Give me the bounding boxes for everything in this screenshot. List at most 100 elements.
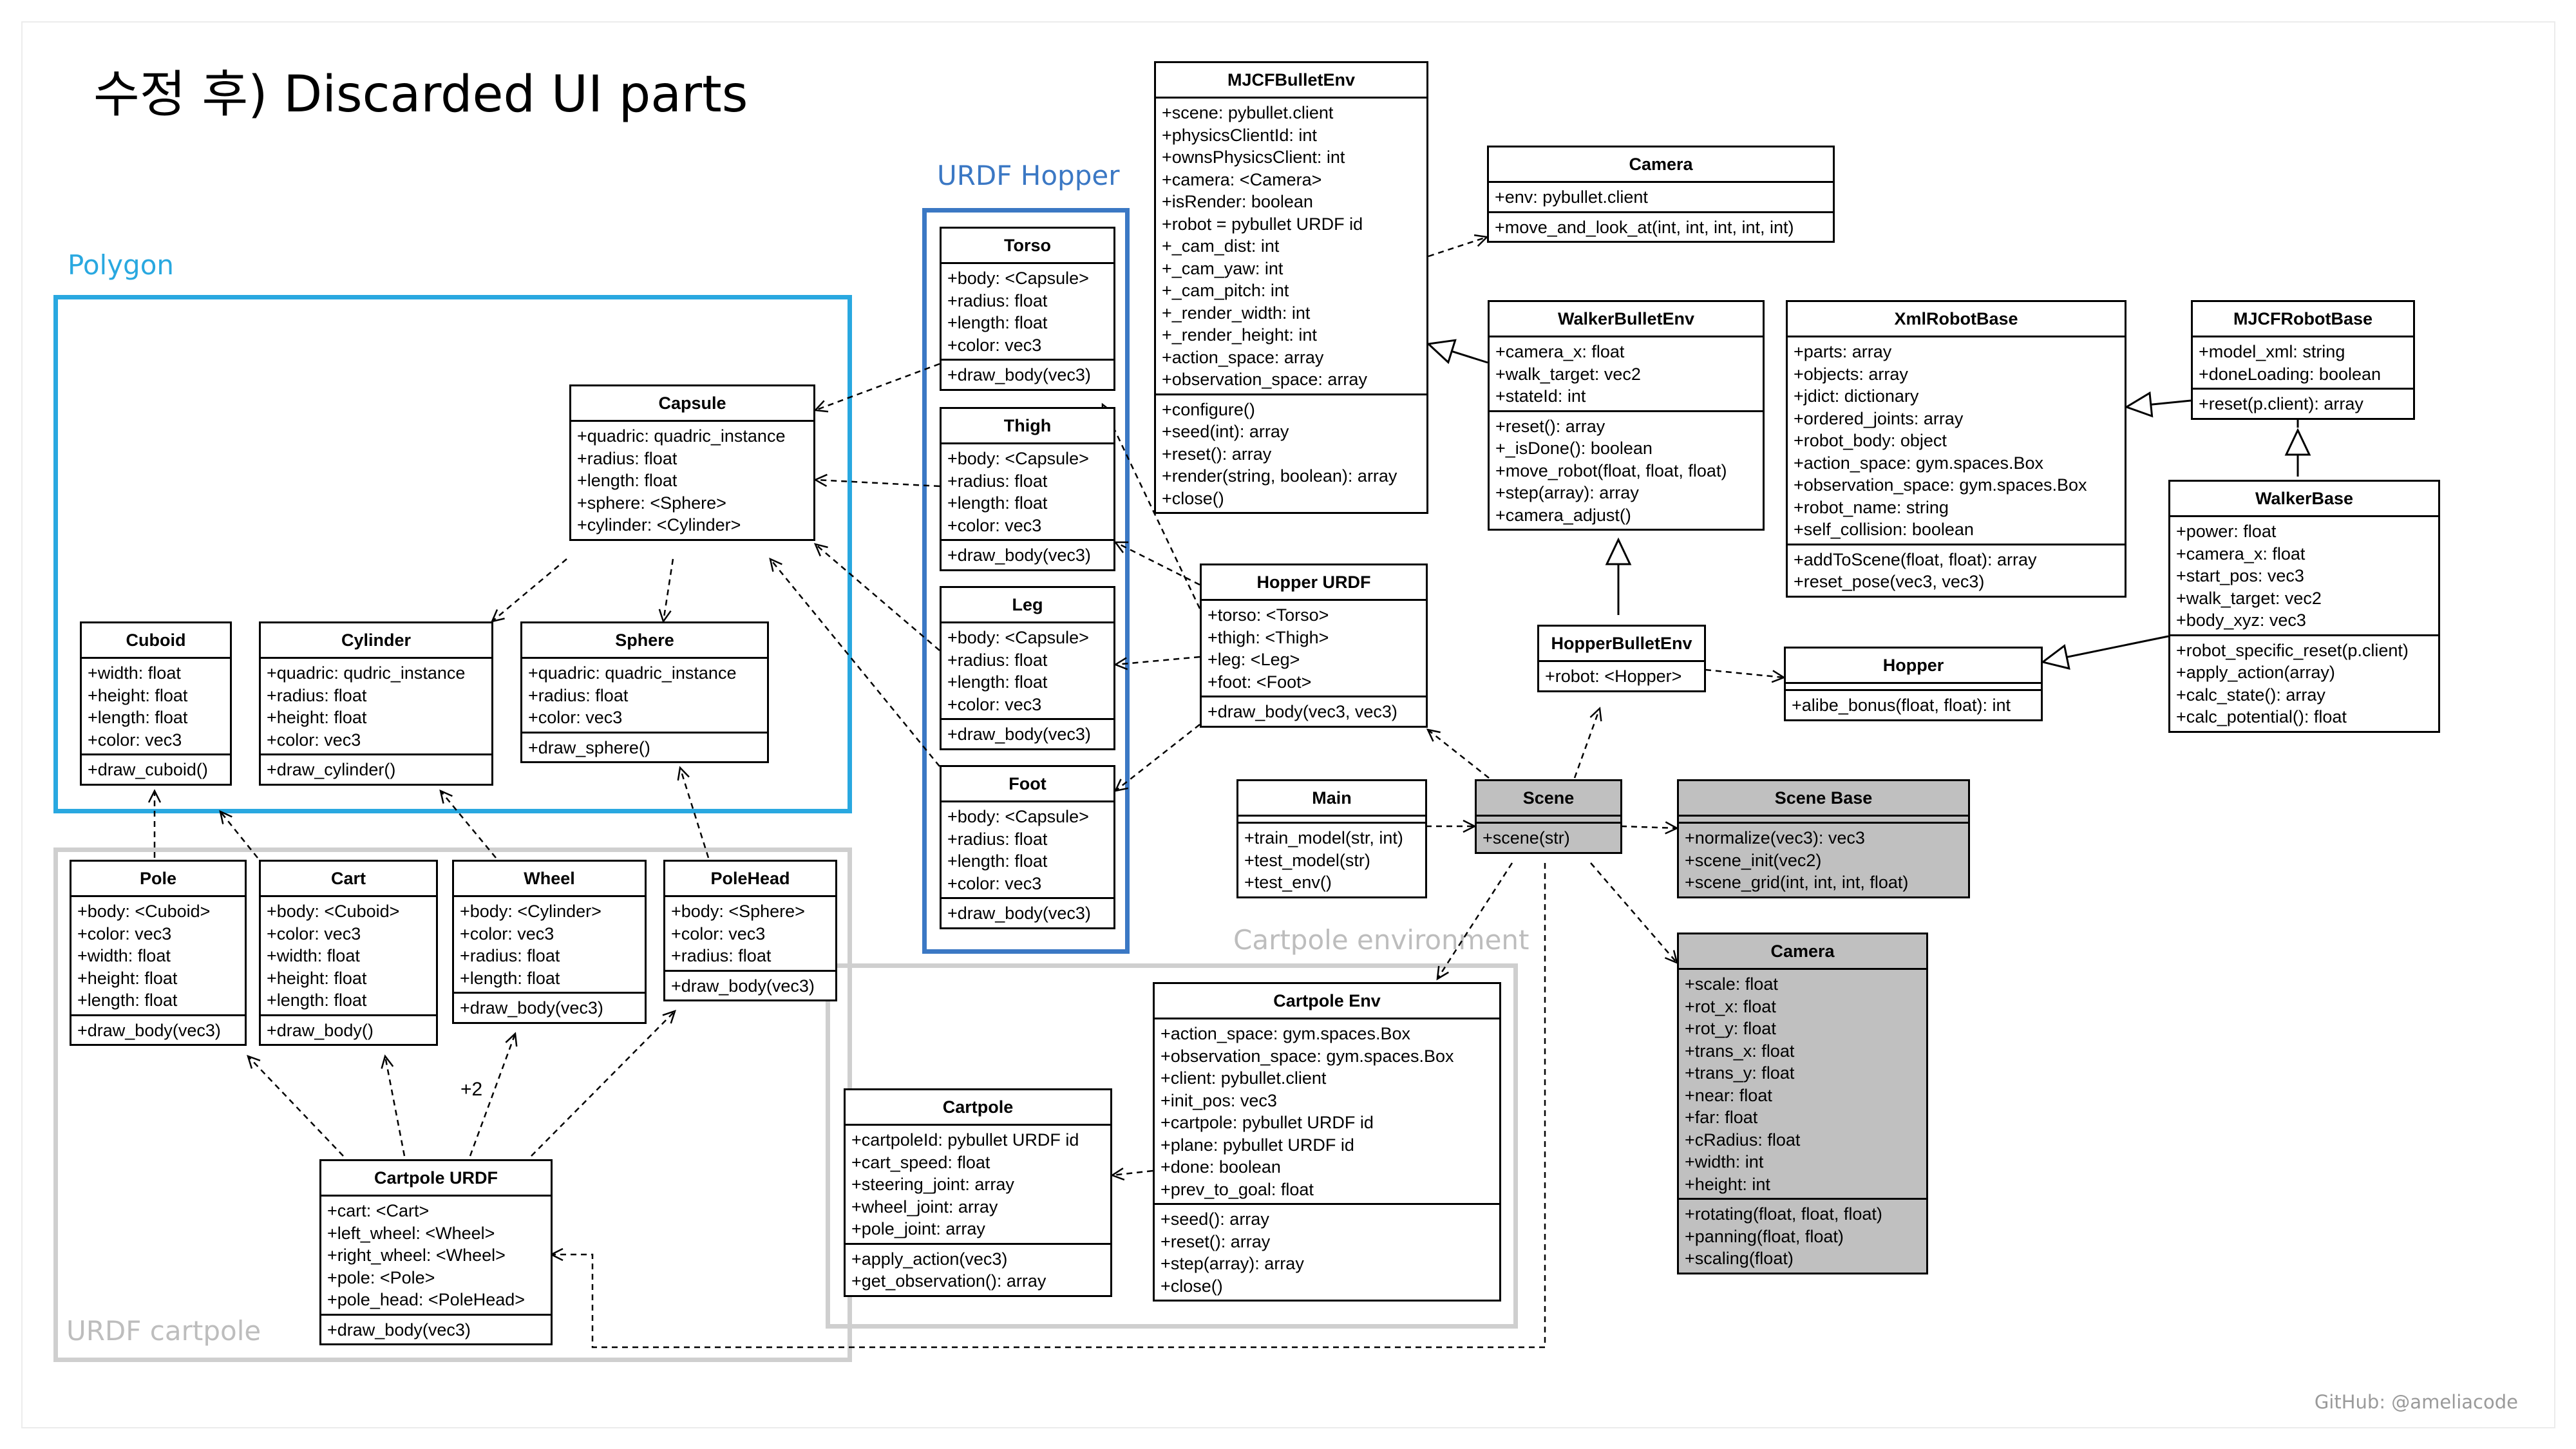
class-leg[interactable]: Leg+body: <Capsule>+radius: float+length… [940, 586, 1115, 750]
class-name: Camera [1679, 934, 1926, 970]
attribute-line: +camera_x: float [1495, 342, 1625, 361]
attributes-section [1238, 817, 1425, 822]
attribute-line: +_cam_dist: int [1162, 236, 1280, 256]
class-xmlrobotbase[interactable]: XmlRobotBase+parts: array+objects: array… [1786, 300, 2126, 598]
methods-section: +apply_action(vec3)+get_observation(): a… [846, 1242, 1110, 1295]
method-line: +draw_body(vec3) [947, 545, 1091, 565]
attribute-line: +power: float [2176, 522, 2277, 541]
method-line: +train_model(str, int) [1244, 828, 1403, 848]
class-walkerbulletenv[interactable]: WalkerBulletEnv+camera_x: float+walk_tar… [1488, 300, 1765, 531]
method-line: +reset(p.client): array [2199, 394, 2363, 413]
class-camera-renderer[interactable]: Camera+scale: float+rot_x: float+rot_y: … [1677, 933, 1928, 1274]
class-mjcfrobotbase[interactable]: MJCFRobotBase+model_xml: string+doneLoad… [2191, 300, 2415, 420]
attribute-line: +client: pybullet.client [1160, 1068, 1327, 1088]
class-name: Capsule [571, 386, 813, 422]
attribute-line: +cart: <Cart> [327, 1201, 430, 1220]
class-name: Foot [942, 767, 1113, 802]
class-cartpole-urdf[interactable]: Cartpole URDF+cart: <Cart>+left_wheel: <… [319, 1159, 553, 1345]
class-name: Cartpole [846, 1090, 1110, 1126]
method-line: +move_and_look_at(int, int, int, int, in… [1495, 217, 1794, 237]
class-camera[interactable]: Camera+env: pybullet.client+move_and_loo… [1487, 146, 1835, 243]
class-cart[interactable]: Cart+body: <Cuboid>+color: vec3+width: f… [259, 860, 438, 1046]
attributes-section: +torso: <Torso>+thigh: <Thigh>+leg: <Leg… [1202, 601, 1426, 696]
class-name: Wheel [454, 862, 645, 897]
attribute-line: +observation_space: gym.spaces.Box [1794, 475, 2087, 495]
methods-section: +draw_body(vec3) [454, 992, 645, 1022]
group-label-urdf-cartpole: URDF cartpole [66, 1315, 261, 1347]
attribute-line: +height: int [1685, 1174, 1770, 1194]
class-hopper[interactable]: Hopper+alibe_bonus(float, float): int [1784, 647, 2043, 721]
attributes-section: +body: <Capsule>+radius: float+length: f… [942, 444, 1113, 539]
class-main[interactable]: Main+train_model(str, int)+test_model(st… [1236, 779, 1427, 898]
class-scene[interactable]: Scene+scene(str) [1475, 779, 1622, 854]
method-line: +apply_action(vec3) [851, 1249, 1008, 1269]
class-sphere[interactable]: Sphere+quadric: quadric_instance+radius:… [520, 621, 769, 763]
methods-section: +reset(p.client): array [2193, 388, 2413, 418]
attribute-line: +torso: <Torso> [1208, 605, 1329, 625]
class-capsule[interactable]: Capsule+quadric: quadric_instance+radius… [569, 384, 815, 541]
attribute-line: +robot: <Hopper> [1545, 667, 1682, 686]
class-polehead[interactable]: PoleHead+body: <Sphere>+color: vec3+radi… [663, 860, 837, 1001]
attribute-line: +width: float [77, 946, 171, 965]
methods-section: +draw_body(vec3) [942, 539, 1113, 569]
attribute-line: +stateId: int [1495, 386, 1586, 406]
methods-section: +draw_body() [261, 1014, 436, 1045]
class-name: WalkerBase [2170, 482, 2438, 517]
class-pole[interactable]: Pole+body: <Cuboid>+color: vec3+width: f… [70, 860, 247, 1046]
attributes-section: +quadric: qudric_instance+radius: float+… [261, 659, 491, 753]
attribute-line: +_render_height: int [1162, 325, 1317, 345]
methods-section: +draw_sphere() [522, 731, 767, 762]
attribute-line: +foot: <Foot> [1208, 672, 1312, 692]
attributes-section: +body: <Capsule>+radius: float+length: f… [942, 802, 1113, 897]
attribute-line: +doneLoading: boolean [2199, 364, 2382, 384]
class-name: MJCFBulletEnv [1156, 63, 1426, 99]
attribute-line: +thigh: <Thigh> [1208, 627, 1329, 647]
class-cylinder[interactable]: Cylinder+quadric: qudric_instance+radius… [259, 621, 493, 786]
attribute-line: +action_space: gym.spaces.Box [1794, 453, 2043, 473]
attribute-line: +color: vec3 [528, 708, 623, 727]
methods-section: +move_and_look_at(int, int, int, int, in… [1489, 211, 1833, 242]
method-line: +move_robot(float, float, float) [1495, 460, 1727, 480]
methods-section: +reset(): array+_isDone(): boolean+move_… [1490, 410, 1763, 529]
attribute-line: +camera: <Camera> [1162, 169, 1322, 189]
methods-section: +draw_body(vec3) [942, 897, 1113, 927]
attribute-line: +height: float [267, 708, 367, 727]
class-cuboid[interactable]: Cuboid+width: float+height: float+length… [80, 621, 232, 786]
class-name: WalkerBulletEnv [1490, 302, 1763, 337]
class-torso[interactable]: Torso+body: <Capsule>+radius: float+leng… [940, 227, 1115, 391]
class-thigh[interactable]: Thigh+body: <Capsule>+radius: float+leng… [940, 407, 1115, 571]
credit-text: GitHub: @ameliacode [2314, 1391, 2518, 1413]
class-name: Cylinder [261, 623, 491, 659]
method-line: +_isDone(): boolean [1495, 439, 1653, 458]
class-name: Leg [942, 588, 1113, 623]
attribute-line: +body: <Cuboid> [267, 902, 400, 921]
class-foot[interactable]: Foot+body: <Capsule>+radius: float+lengt… [940, 765, 1115, 929]
attribute-line: +body: <Cylinder> [460, 902, 601, 921]
attributes-section [1679, 817, 1968, 822]
method-line: +robot_specific_reset(p.client) [2176, 640, 2409, 660]
method-line: +reset(): array [1160, 1231, 1271, 1251]
class-scene-base[interactable]: Scene Base+normalize(vec3): vec3+scene_i… [1677, 779, 1970, 898]
class-hopperbulletenv[interactable]: HopperBulletEnv+robot: <Hopper> [1537, 625, 1706, 692]
class-name: Scene [1477, 781, 1620, 817]
class-hopper-urdf[interactable]: Hopper URDF+torso: <Torso>+thigh: <Thigh… [1200, 564, 1428, 728]
attribute-line: +radius: float [947, 471, 1048, 491]
attribute-line: +left_wheel: <Wheel> [327, 1223, 495, 1243]
attribute-line: +width: int [1685, 1152, 1764, 1171]
multiplicity-label: +2 [460, 1079, 483, 1100]
method-line: +draw_body(vec3) [947, 724, 1091, 744]
methods-section: +seed(): array+reset(): array+step(array… [1155, 1203, 1499, 1300]
attribute-line: +color: vec3 [267, 730, 361, 750]
attribute-line: +near: float [1685, 1085, 1772, 1105]
class-cartpole-env[interactable]: Cartpole Env+action_space: gym.spaces.Bo… [1153, 982, 1501, 1302]
class-cartpole[interactable]: Cartpole+cartpoleId: pybullet URDF id+ca… [844, 1088, 1112, 1297]
attributes-section: +action_space: gym.spaces.Box+observatio… [1155, 1019, 1499, 1203]
attribute-line: +isRender: boolean [1162, 192, 1313, 211]
method-line: +render(string, boolean): array [1162, 466, 1397, 486]
attribute-line: +env: pybullet.client [1495, 187, 1648, 207]
class-walkerbase[interactable]: WalkerBase+power: float+camera_x: float+… [2168, 480, 2440, 733]
class-mjcfbulletenv[interactable]: MJCFBulletEnv+scene: pybullet.client+phy… [1154, 61, 1428, 514]
class-wheel[interactable]: Wheel+body: <Cylinder>+color: vec3+radiu… [452, 860, 647, 1024]
attribute-line: +body: <Cuboid> [77, 902, 211, 921]
method-line: +apply_action(array) [2176, 663, 2335, 682]
